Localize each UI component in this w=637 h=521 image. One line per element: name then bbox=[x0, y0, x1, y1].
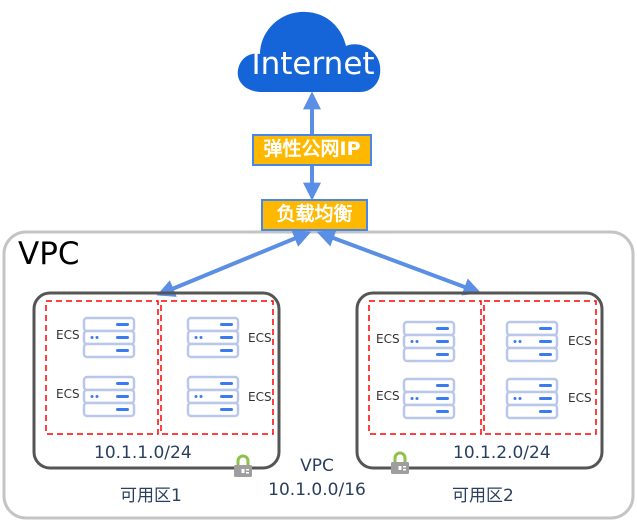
vpc-center-label: VPC bbox=[300, 456, 334, 476]
lock-icon bbox=[389, 451, 411, 476]
server-icon bbox=[186, 375, 240, 418]
server-icon bbox=[186, 316, 240, 359]
ecs-label: ECS bbox=[248, 390, 272, 404]
ecs-label: ECS bbox=[376, 389, 400, 403]
ecs-label: ECS bbox=[568, 391, 592, 405]
subnet-2-cidr: 10.1.2.0/24 bbox=[453, 443, 551, 463]
ecs-label: ECS bbox=[248, 331, 272, 345]
ecs-label: ECS bbox=[376, 332, 400, 346]
eip-tag: 弹性公网IP bbox=[252, 134, 372, 166]
subnet-1-group-left bbox=[45, 300, 159, 435]
ecs-label: ECS bbox=[56, 328, 80, 342]
load-balancer-tag: 负载均衡 bbox=[261, 199, 368, 231]
zone-2-label: 可用区2 bbox=[452, 486, 514, 506]
arrow-lb-zone2 bbox=[316, 229, 482, 296]
server-icon bbox=[402, 320, 456, 363]
server-icon bbox=[82, 316, 136, 359]
arrow-lb-zone1 bbox=[156, 230, 312, 297]
subnet-1-box bbox=[32, 291, 281, 470]
server-icon bbox=[505, 320, 559, 363]
ecs-label: ECS bbox=[56, 387, 80, 401]
subnet-2-group-left bbox=[368, 300, 482, 435]
vpc-center-block: VPC 10.1.0.0/16 bbox=[247, 454, 387, 502]
internet-label: Internet bbox=[251, 46, 375, 82]
server-icon bbox=[505, 377, 559, 420]
zone-1-label: 可用区1 bbox=[120, 486, 182, 506]
vpc-cidr: 10.1.0.0/16 bbox=[268, 480, 366, 500]
vpc-title: VPC bbox=[18, 236, 80, 272]
subnet-1-cidr: 10.1.1.0/24 bbox=[94, 443, 192, 463]
server-icon bbox=[82, 375, 136, 418]
subnet-2-group-right bbox=[483, 300, 597, 435]
server-icon bbox=[402, 377, 456, 420]
internet-cloud-icon bbox=[237, 11, 381, 92]
ecs-label: ECS bbox=[568, 334, 592, 348]
subnet-1-group-right bbox=[160, 300, 274, 435]
subnet-2-box bbox=[355, 291, 604, 470]
